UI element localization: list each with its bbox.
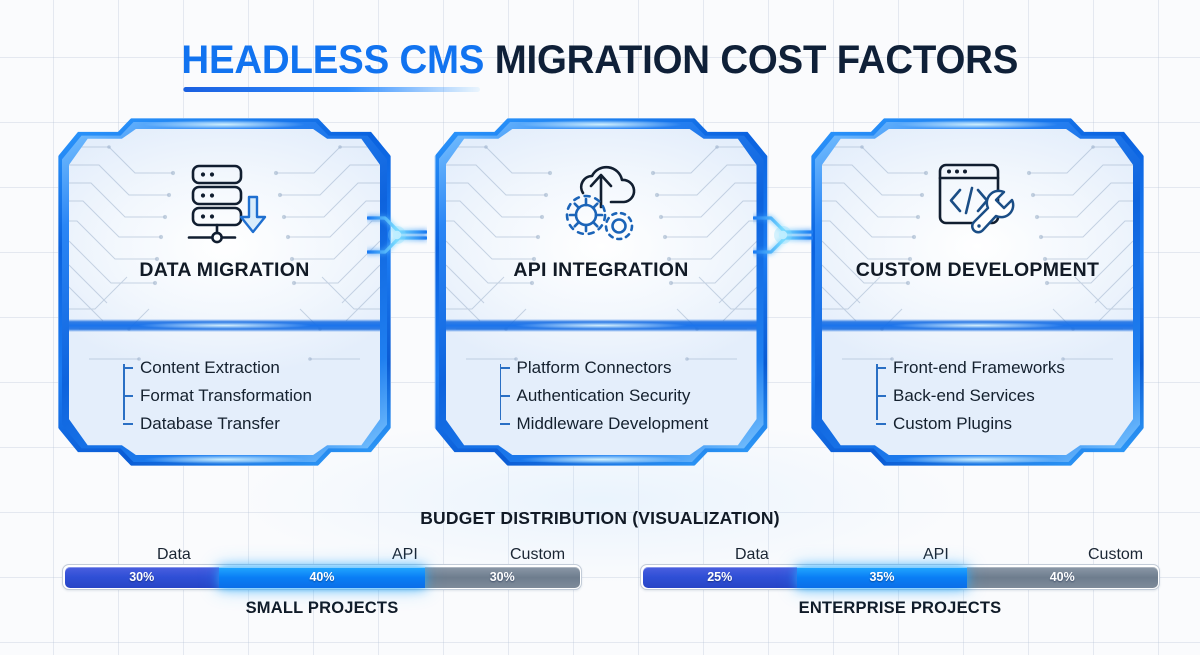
bar-category-labels: Data API Custom (640, 540, 1160, 564)
card-title: CUSTOM DEVELOPMENT (855, 259, 1100, 281)
list-item: Back-end Services (876, 382, 1133, 410)
tree-spine (123, 364, 125, 420)
list-item: Custom Plugins (876, 410, 1133, 438)
tree-spine (876, 364, 878, 420)
stacked-bar-enterprise-projects[interactable]: 25% 35% 40% (640, 564, 1160, 590)
connector-data-to-api (366, 196, 428, 274)
bar-segment-custom: 40% (966, 566, 1158, 588)
circuit-pattern (69, 145, 380, 361)
bar-group-small-projects: Data API Custom 30% 40% 30% SMALL PROJEC… (62, 540, 582, 640)
bar-label-api: API (392, 546, 418, 563)
list-item: Front-end Frameworks (876, 354, 1133, 382)
list-item: Middleware Development (499, 410, 757, 438)
card-interior: CUSTOM DEVELOPMENT Front-end Frameworks … (822, 129, 1133, 455)
card-divider (822, 319, 1133, 332)
bar-segment-data: 25% (642, 566, 797, 588)
database-download-icon (179, 155, 271, 251)
bar-label-api: API (923, 546, 949, 563)
list-item: Format Transformation (123, 382, 380, 410)
tree-spine (499, 364, 502, 420)
card-custom-development[interactable]: CUSTOM DEVELOPMENT Front-end Frameworks … (811, 118, 1144, 466)
bar-label-custom: Custom (510, 546, 566, 563)
bar-label-data: Data (735, 546, 769, 563)
bar-caption-enterprise-projects: ENTERPRISE PROJECTS (798, 599, 1002, 617)
card-interior: DATA MIGRATION Content Extraction Format… (69, 129, 380, 455)
card-title: DATA MIGRATION (139, 259, 310, 281)
card-feature-list: Front-end Frameworks Back-end Services C… (822, 332, 1133, 455)
card-interior: API INTEGRATION Platform Connectors Auth… (445, 129, 757, 455)
list-item: Content Extraction (123, 354, 380, 382)
card-divider (445, 319, 757, 332)
card-api-integration[interactable]: API INTEGRATION Platform Connectors Auth… (434, 118, 768, 466)
bar-label-data: Data (157, 546, 191, 563)
bar-segment-custom: 30% (425, 566, 580, 588)
title-highlight: HEADLESS CMS (181, 38, 485, 82)
cost-factor-cards: DATA MIGRATION Content Extraction Format… (58, 118, 1144, 466)
bar-segment-api: 40% (219, 566, 425, 588)
bar-category-labels: Data API Custom (62, 540, 582, 564)
bar-segment-api: 35% (797, 566, 967, 588)
card-icon-heading-zone: CUSTOM DEVELOPMENT (822, 129, 1133, 319)
bar-label-custom: Custom (1088, 546, 1144, 563)
connector-api-to-custom (752, 196, 814, 274)
list-item: Authentication Security (499, 382, 757, 410)
card-icon-heading-zone: DATA MIGRATION (69, 129, 380, 319)
budget-section-heading: BUDGET DISTRIBUTION (VISUALIZATION) (420, 508, 780, 528)
list-item: Database Transfer (123, 410, 380, 438)
bar-segment-data: 30% (64, 566, 219, 588)
budget-distribution-chart: Data API Custom 30% 40% 30% SMALL PROJEC… (0, 540, 1200, 640)
card-feature-list: Content Extraction Format Transformation… (69, 332, 380, 455)
card-feature-list: Platform Connectors Authentication Secur… (446, 332, 757, 455)
cloud-gears-upload-icon (553, 155, 649, 251)
list-item: Platform Connectors (499, 354, 757, 382)
title-rest: MIGRATION COST FACTORS (484, 38, 1019, 82)
bar-caption-small-projects: SMALL PROJECTS (245, 599, 399, 617)
card-icon-heading-zone: API INTEGRATION (446, 129, 757, 319)
stacked-bar-small-projects[interactable]: 30% 40% 30% (62, 564, 582, 590)
bar-group-enterprise-projects: Data API Custom 25% 35% 40% ENTERPRISE P… (640, 540, 1160, 640)
card-data-migration[interactable]: DATA MIGRATION Content Extraction Format… (58, 118, 391, 466)
code-window-wrench-icon (930, 155, 1026, 251)
page-title: HEADLESS CMS MIGRATION COST FACTORS (0, 38, 1200, 83)
card-divider (69, 319, 380, 332)
card-title: API INTEGRATION (513, 259, 689, 281)
